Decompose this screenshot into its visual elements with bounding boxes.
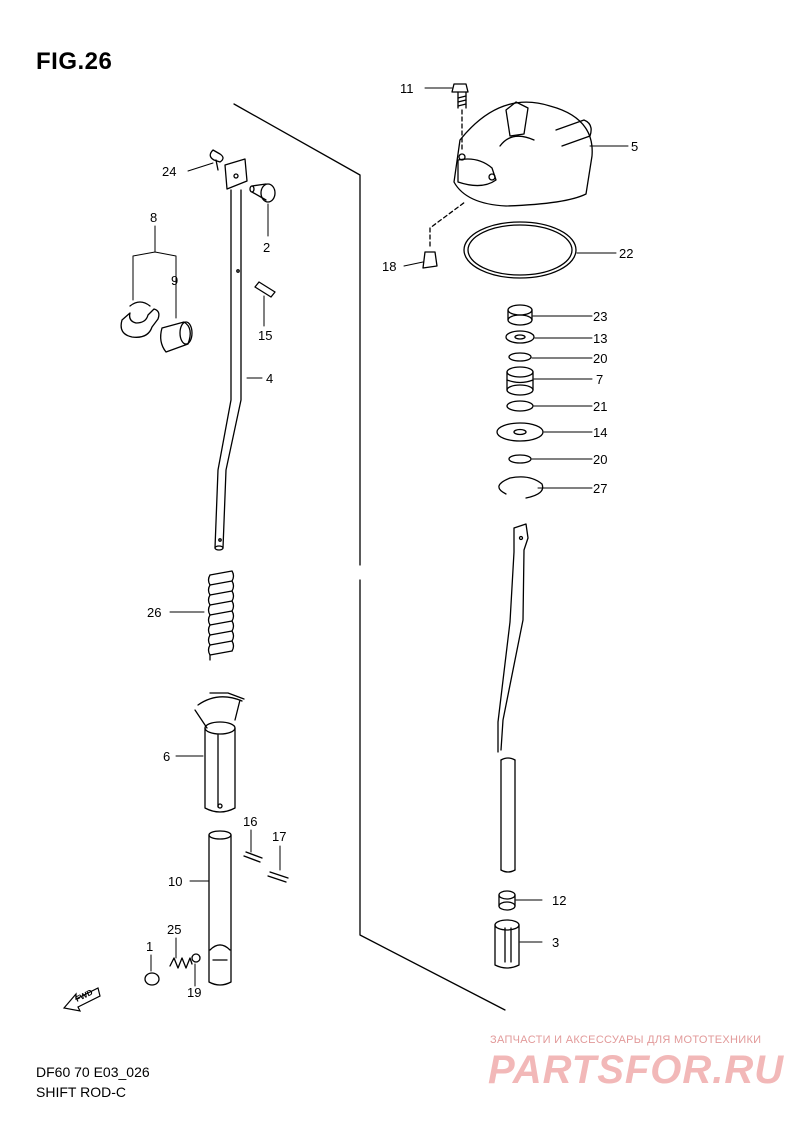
- part-6-sleeve: [194, 692, 245, 813]
- part-18-grommet: [422, 201, 466, 269]
- callout-6: 6: [163, 749, 170, 764]
- callout-18: 18: [382, 259, 396, 274]
- callout-5: 5: [631, 139, 638, 154]
- part-4-shift-rod: [214, 158, 248, 551]
- callout-4: 4: [266, 371, 273, 386]
- callout-25: 25: [167, 922, 181, 937]
- callout-11: 11: [400, 81, 414, 96]
- part-26-spring: [207, 570, 235, 661]
- watermark-subtitle: ЗАПЧАСТИ И АКСЕССУАРЫ ДЛЯ МОТОТЕХНИКИ: [490, 1034, 762, 1046]
- part-10-rod: [208, 830, 232, 986]
- callout-19: 19: [187, 985, 201, 1000]
- assembly-outline: [233, 103, 506, 1011]
- footer-name: SHIFT ROD-C: [36, 1084, 126, 1100]
- callout-24: 24: [162, 164, 176, 179]
- figure-title: FIG.26: [36, 48, 113, 75]
- callout-10: 10: [168, 874, 182, 889]
- callout-1: 1: [146, 939, 153, 954]
- right-shift-rod: [497, 523, 529, 873]
- part-16-pin: [243, 851, 263, 863]
- part-24-clip: [209, 149, 224, 171]
- fwd-arrow-icon: FWD: [62, 987, 101, 1012]
- callout-23: 23: [593, 309, 607, 324]
- footer-model: DF60 70 E03_026: [36, 1064, 150, 1080]
- callout-20-upper: 20: [593, 351, 607, 366]
- part-27-circlip: [498, 476, 544, 499]
- part-2-pin: [249, 183, 276, 203]
- part-13-washer: [505, 330, 535, 344]
- callout-21: 21: [593, 399, 607, 414]
- part-5-cover: [453, 101, 593, 207]
- part-12-collar: [498, 890, 516, 911]
- callout-13: 13: [593, 331, 607, 346]
- part-8-clip: [120, 301, 160, 338]
- part-23-bush: [507, 304, 533, 326]
- callout-2: 2: [263, 240, 270, 255]
- part-17-pin: [267, 871, 289, 883]
- part-22-oring: [463, 221, 577, 279]
- part-25-spring: [169, 957, 193, 969]
- callout-3: 3: [552, 935, 559, 950]
- callout-16: 16: [243, 814, 257, 829]
- callout-27: 27: [593, 481, 607, 496]
- part-19-ball: [191, 953, 201, 963]
- part-1-cap: [144, 972, 160, 986]
- callout-9: 9: [171, 273, 178, 288]
- part-3-coupling: [494, 919, 520, 969]
- part-20-oring-lower: [508, 454, 532, 464]
- watermark-brand: PARTSFOR.RU: [488, 1048, 785, 1092]
- part-7-seal: [506, 366, 534, 396]
- part-9-bushing: [160, 321, 193, 353]
- callout-22: 22: [619, 246, 633, 261]
- callout-8: 8: [150, 210, 157, 225]
- part-21-oring: [506, 400, 534, 412]
- leader-lines: [132, 87, 629, 987]
- part-15-pin: [254, 281, 276, 298]
- callout-26: 26: [147, 605, 161, 620]
- part-11-bolt: [451, 83, 469, 151]
- part-14-washer: [496, 422, 544, 442]
- callout-15: 15: [258, 328, 272, 343]
- callout-7: 7: [596, 372, 603, 387]
- callout-17: 17: [272, 829, 286, 844]
- part-20-oring-upper: [508, 352, 532, 362]
- callout-12: 12: [552, 893, 566, 908]
- callout-20-lower: 20: [593, 452, 607, 467]
- callout-14: 14: [593, 425, 607, 440]
